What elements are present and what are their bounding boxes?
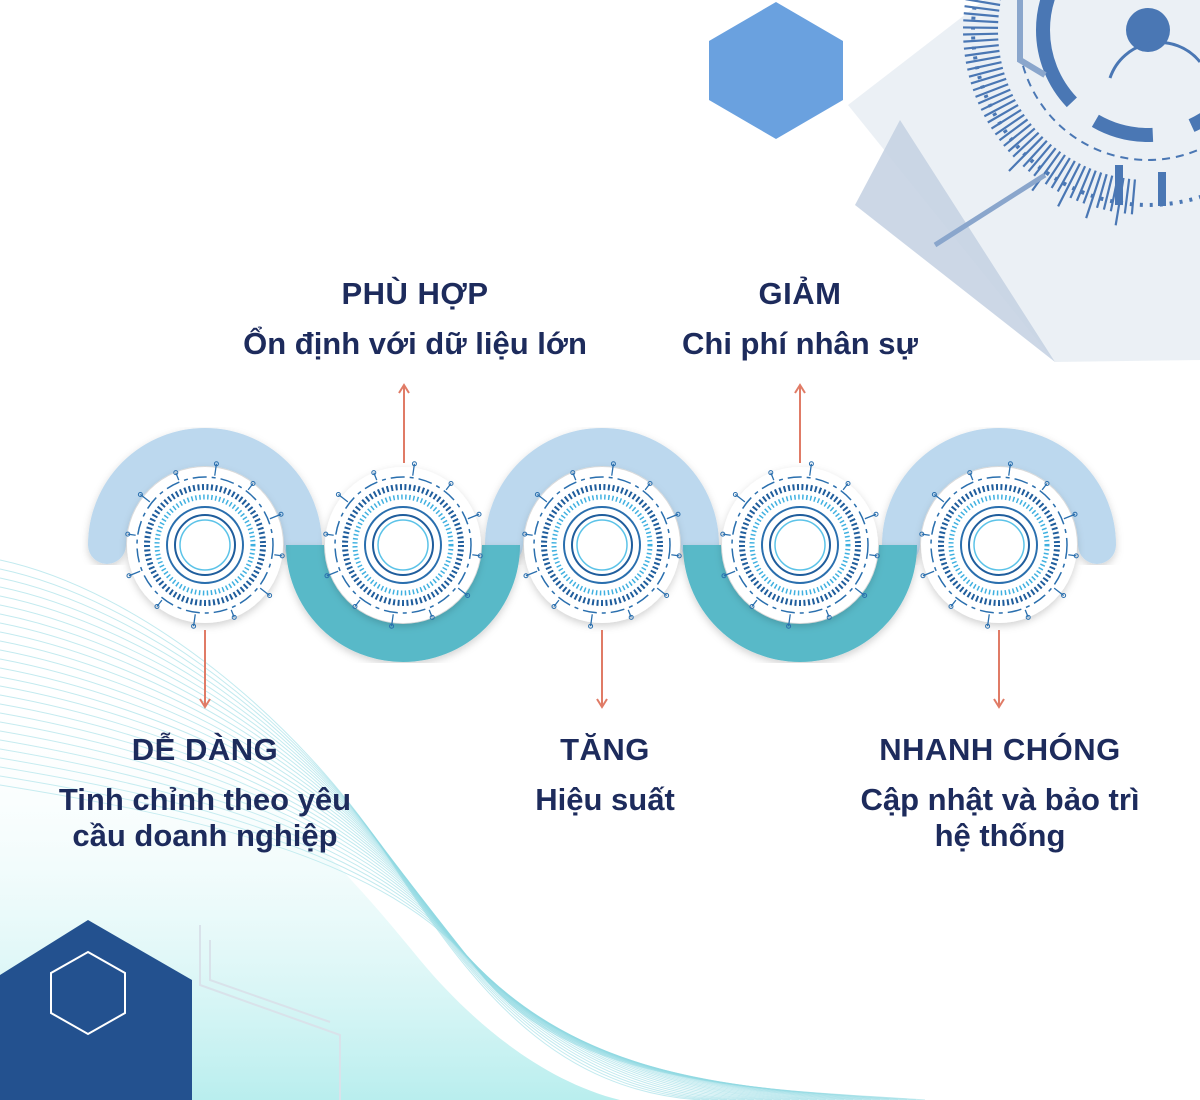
circuit-gear-icon bbox=[125, 461, 285, 629]
step-1-description: Tinh chỉnh theo yêu cầu doanh nghiệp bbox=[30, 782, 380, 854]
hexagon-outline-icon bbox=[50, 950, 126, 1036]
step-1-desc-line-1: Tinh chỉnh theo yêu bbox=[58, 782, 352, 817]
arrow-up-icon bbox=[398, 383, 410, 463]
dark-corner-shape bbox=[0, 920, 192, 1100]
step-5-title: NHANH CHÓNG bbox=[879, 732, 1121, 767]
arrow-down-icon bbox=[199, 630, 211, 709]
circuit-gear-icon bbox=[919, 461, 1079, 629]
step-3-title: TĂNG bbox=[560, 732, 650, 767]
step-1-label: DỄ DÀNG Tinh chỉnh theo yêu cầu doanh ng… bbox=[30, 732, 380, 854]
step-1-desc-line-2: cầu doanh nghiệp bbox=[72, 818, 338, 853]
step-5-description: Cập nhật và bảo trì hệ thống bbox=[800, 782, 1200, 854]
circuit-gear-icon bbox=[720, 461, 880, 629]
circuit-trace-decor bbox=[199, 925, 341, 1100]
step-5-label: NHANH CHÓNG Cập nhật và bảo trì hệ thống bbox=[800, 732, 1200, 854]
wave-lines-decor bbox=[0, 559, 926, 1100]
step-2-description: Ổn định với dữ liệu lớn bbox=[243, 326, 587, 361]
circuit-trace-decor bbox=[209, 940, 331, 1023]
arrow-up-icon bbox=[794, 383, 806, 463]
step-4-description: Chi phí nhân sự bbox=[682, 326, 918, 361]
step-2-label: PHÙ HỢP Ổn định với dữ liệu lớn bbox=[195, 276, 635, 362]
band-segment-bottom bbox=[286, 544, 520, 662]
step-4-title: GIẢM bbox=[758, 276, 842, 311]
step-1-title: DỄ DÀNG bbox=[131, 732, 279, 767]
arrow-down-icon bbox=[993, 630, 1005, 709]
step-4-label: GIẢM Chi phí nhân sự bbox=[610, 276, 990, 362]
step-5-desc-line-1: Cập nhật và bảo trì bbox=[860, 782, 1140, 817]
circuit-gear-icon bbox=[323, 461, 483, 629]
band-segment-top bbox=[88, 428, 322, 564]
circuit-gear-icon bbox=[522, 461, 682, 629]
arrow-down-icon bbox=[596, 630, 608, 709]
band-segment-bottom bbox=[683, 544, 917, 662]
tech-wheel-decor bbox=[848, 0, 1200, 362]
band-segment-top bbox=[485, 428, 719, 564]
step-2-title: PHÙ HỢP bbox=[341, 276, 489, 311]
step-3-label: TĂNG Hiệu suất bbox=[455, 732, 755, 818]
band-segment-top bbox=[882, 428, 1116, 564]
step-5-desc-line-2: hệ thống bbox=[934, 818, 1066, 853]
hexagon-icon bbox=[709, 2, 843, 139]
step-3-description: Hiệu suất bbox=[535, 782, 675, 817]
